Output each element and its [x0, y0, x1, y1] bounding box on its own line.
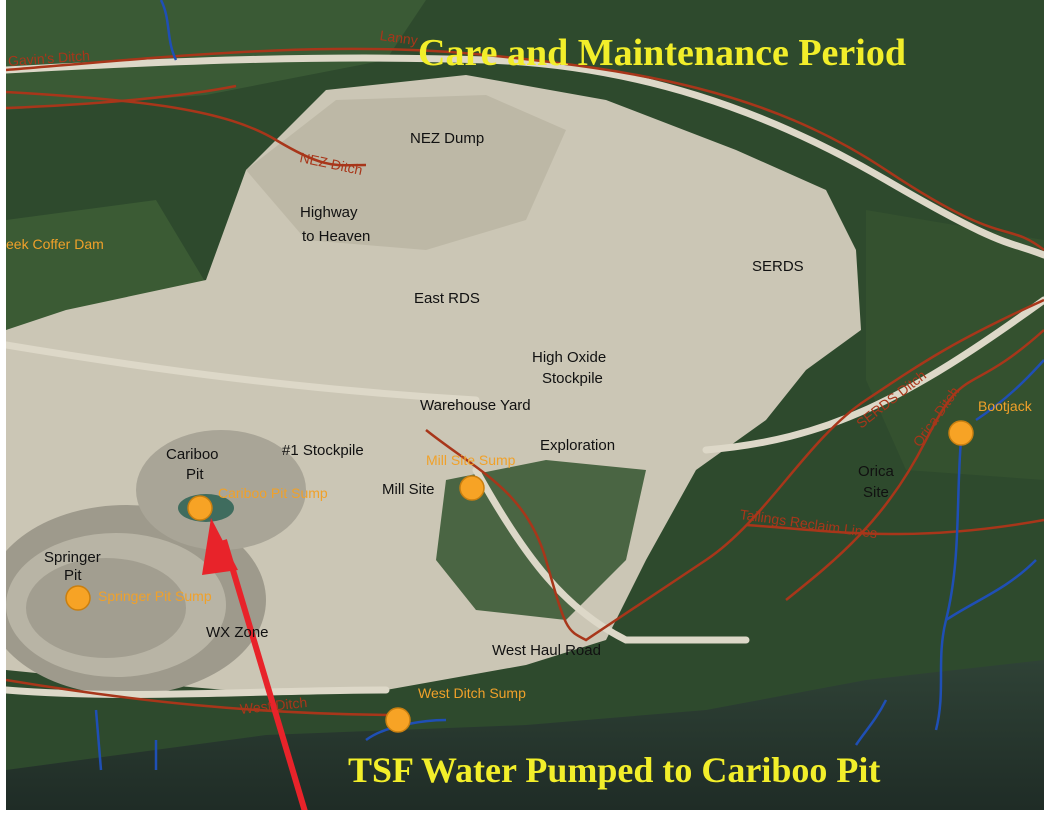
label-high-oxide-line1: High Oxide [532, 349, 607, 366]
label-highway-line1: Highway [300, 204, 358, 221]
label-cariboo-pit-line1: Cariboo [166, 446, 219, 463]
red-arrow [202, 518, 308, 810]
label-west-haul-road: West Haul Road [492, 642, 601, 659]
creeks [94, 0, 1044, 771]
label-high-oxide-line2: Stockpile [542, 370, 603, 387]
label-coffer-dam: eek Coffer Dam [6, 236, 104, 252]
ditch-lines [6, 47, 1044, 717]
label-springer-pit-line1: Springer [44, 549, 101, 566]
label-cariboo-pit-line2: Pit [186, 466, 204, 483]
springer-pit-sump-marker [65, 585, 91, 611]
west-ditch-sump-marker [385, 707, 411, 733]
label-east-rds: East RDS [414, 290, 480, 307]
label-west-ditch-sump: West Ditch Sump [418, 685, 526, 701]
cariboo-pit-sump-marker [187, 495, 213, 521]
label-springer-pit-sump: Springer Pit Sump [98, 588, 212, 604]
label-stockpile-1: #1 Stockpile [282, 442, 364, 459]
mill-site-sump-marker [459, 475, 485, 501]
map-title: Care and Maintenance Period [418, 32, 906, 74]
label-warehouse-yard: Warehouse Yard [420, 397, 531, 414]
lake [6, 660, 1044, 810]
label-mill-site-sump: Mill Site Sump [426, 452, 516, 468]
springer-pit-terraces [26, 558, 186, 658]
label-cariboo-pit-sump: Cariboo Pit Sump [218, 485, 328, 501]
map-graphics [6, 0, 1044, 810]
label-highway-line2: to Heaven [302, 228, 371, 245]
map-caption: TSF Water Pumped to Cariboo Pit [348, 750, 881, 790]
label-bootjack: Bootjack [978, 398, 1032, 414]
label-mill-site: Mill Site [382, 481, 435, 498]
forest-strip [436, 460, 646, 620]
mine-upper-area [246, 95, 566, 250]
site-map: Care and Maintenance Period TSF Water Pu… [6, 0, 1044, 810]
label-orica-line1: Orica [858, 463, 894, 480]
cariboo-pit-terraces [136, 430, 306, 550]
sump-markers [65, 420, 974, 733]
label-nez-dump: NEZ Dump [410, 130, 485, 147]
forest-patch [6, 0, 426, 110]
label-orica-line2: Site [863, 484, 889, 501]
bootjack-marker [948, 420, 974, 446]
label-wx-zone: WX Zone [206, 624, 269, 641]
label-springer-pit-line2: Pit [64, 567, 82, 584]
label-exploration: Exploration [540, 437, 616, 454]
label-serds: SERDS [752, 258, 804, 275]
